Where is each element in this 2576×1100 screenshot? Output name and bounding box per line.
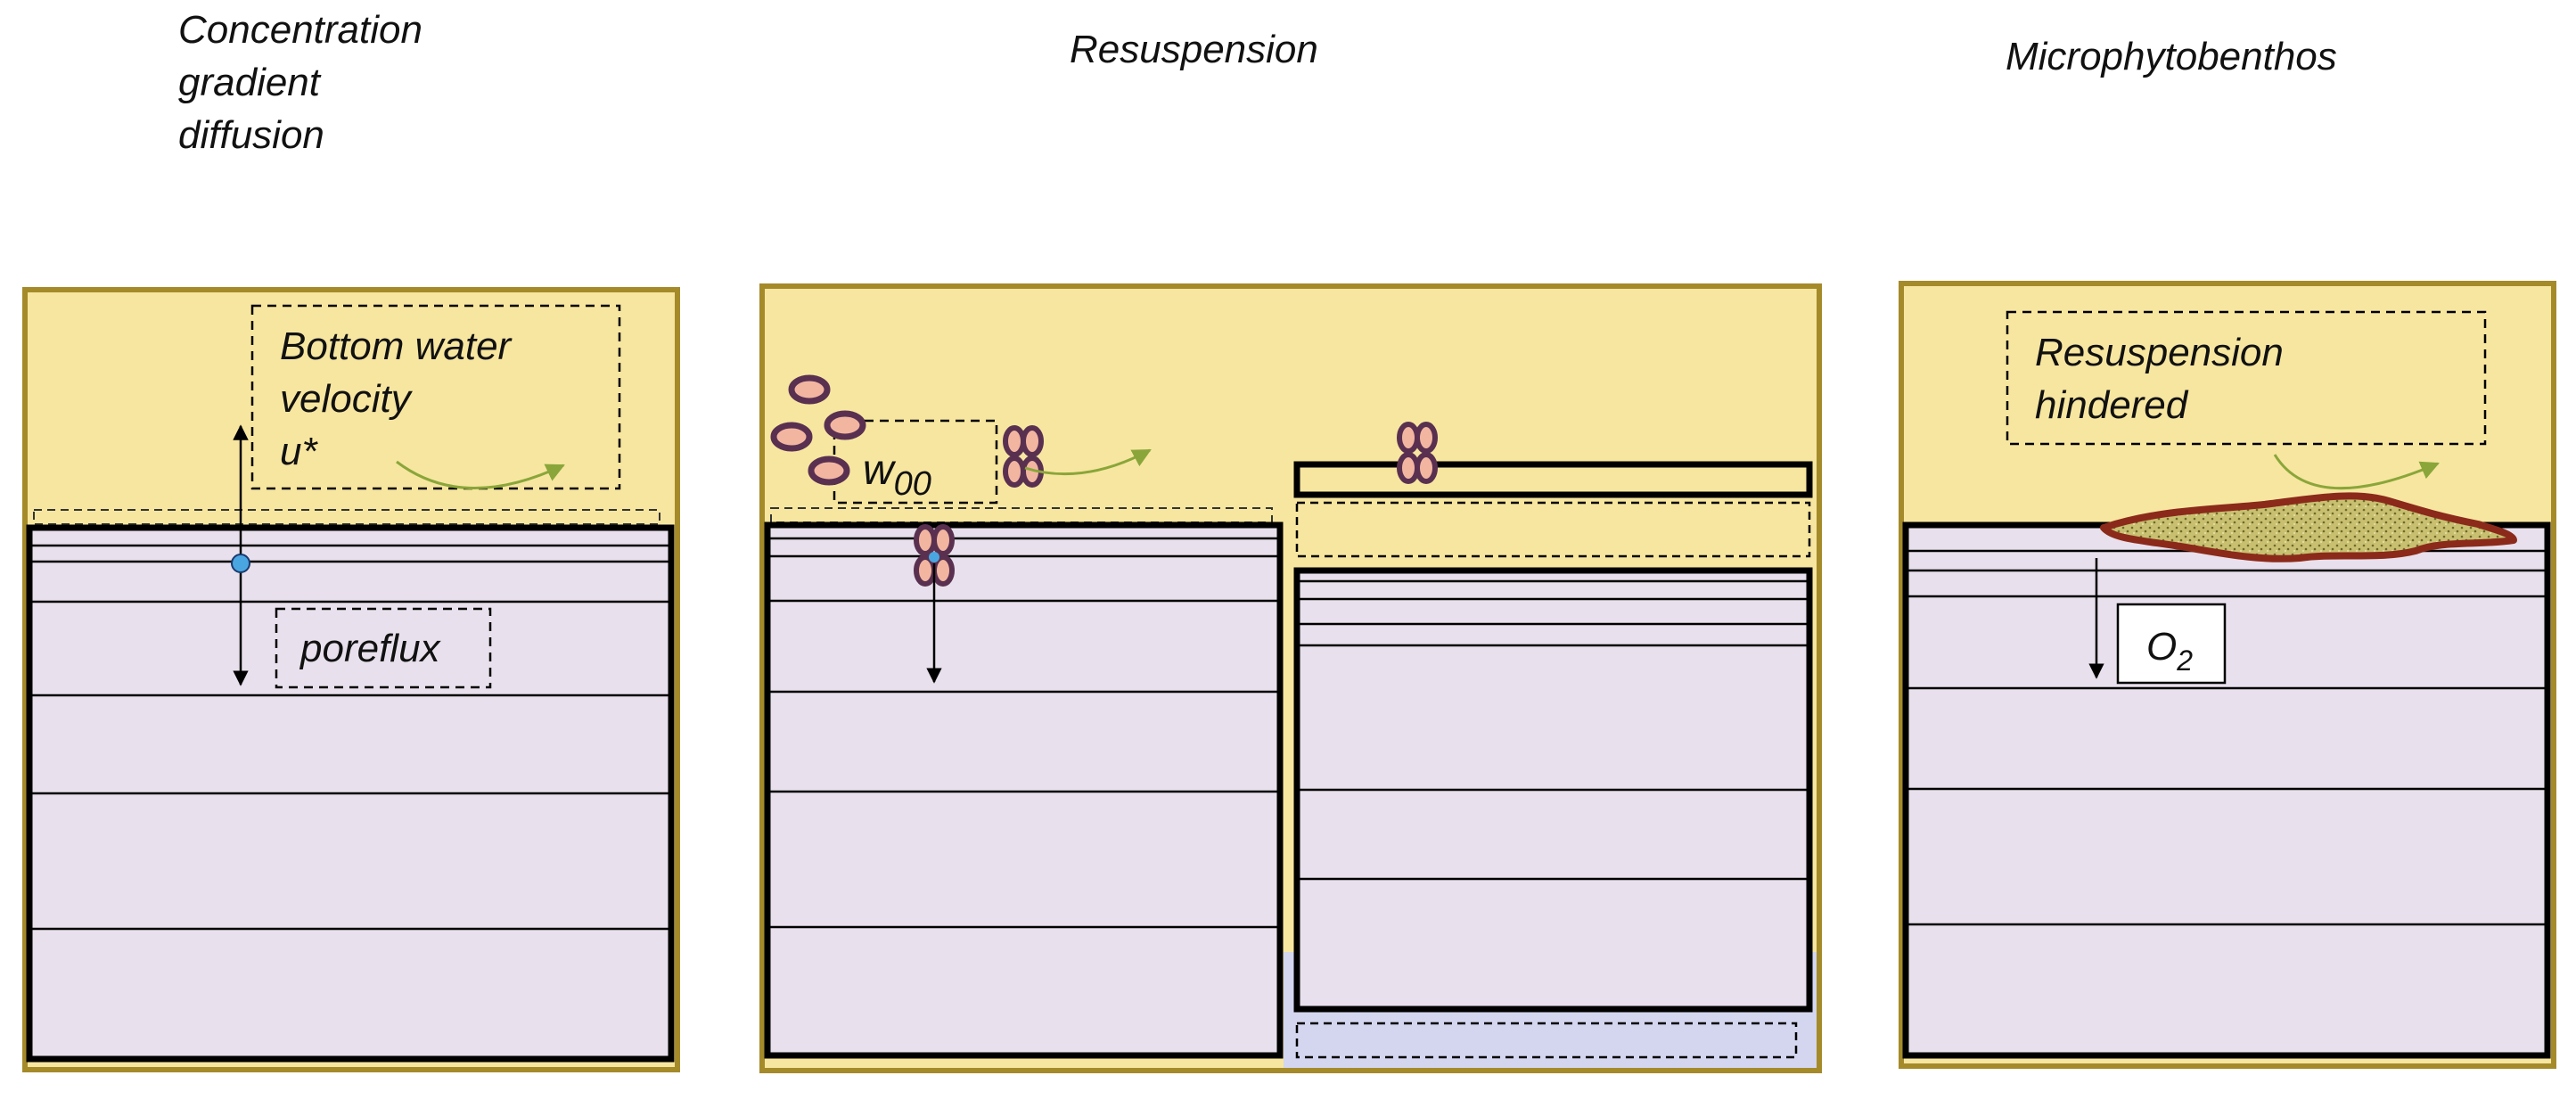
sediment-column-2a <box>764 521 1284 1059</box>
sediment-column-3 <box>1902 521 2551 1059</box>
velocity-label-box <box>250 304 621 490</box>
poreflux-label-box <box>275 607 492 689</box>
sediment-layers-1 <box>29 544 671 931</box>
panel-3-title: Microphytobenthos <box>2006 35 2337 78</box>
curved-arrow-icon <box>396 460 565 490</box>
eroded-layer-outline <box>1295 501 1811 558</box>
poreflux-label: poreflux <box>299 627 442 670</box>
particle-icon <box>811 459 847 482</box>
solute-dot-icon <box>929 552 939 562</box>
solute-dot-icon <box>231 554 250 573</box>
panel-1-title: Concentration gradient diffusion <box>178 8 433 157</box>
resuspended-layer <box>1293 461 1813 498</box>
deep-layer-outline-2 <box>1295 1022 1798 1059</box>
panel-2-title: Resuspension <box>1070 28 1318 71</box>
particle-icon <box>792 378 827 401</box>
panel-diffusion: Concentration gradient diffusion Bottom … <box>22 8 680 1072</box>
oxygen-label: O2 <box>2146 625 2193 677</box>
panel-resuspension: Resuspension w00 <box>759 28 1822 1073</box>
panel-microphytobenthos: Microphytobenthos Resuspension hindered … <box>1899 35 2556 1069</box>
sediment-layers-2b <box>1297 579 1809 881</box>
oxygen-label-box <box>2116 603 2227 685</box>
curved-arrow-icon <box>1024 448 1152 476</box>
hindered-label: Resuspension hindered <box>2035 331 2294 427</box>
sediment-layers-2a <box>767 537 1280 929</box>
hindered-label-box <box>2006 310 2487 446</box>
boundary-layer-1 <box>33 509 660 525</box>
velocity-label: Bottom water velocity u* <box>280 324 521 473</box>
particle-icon <box>827 414 863 437</box>
curved-arrow-icon <box>2273 454 2440 490</box>
settling-velocity-label: w00 <box>863 447 931 503</box>
particle-icon <box>774 425 809 448</box>
microphytobenthos-mat-icon <box>2100 492 2517 562</box>
